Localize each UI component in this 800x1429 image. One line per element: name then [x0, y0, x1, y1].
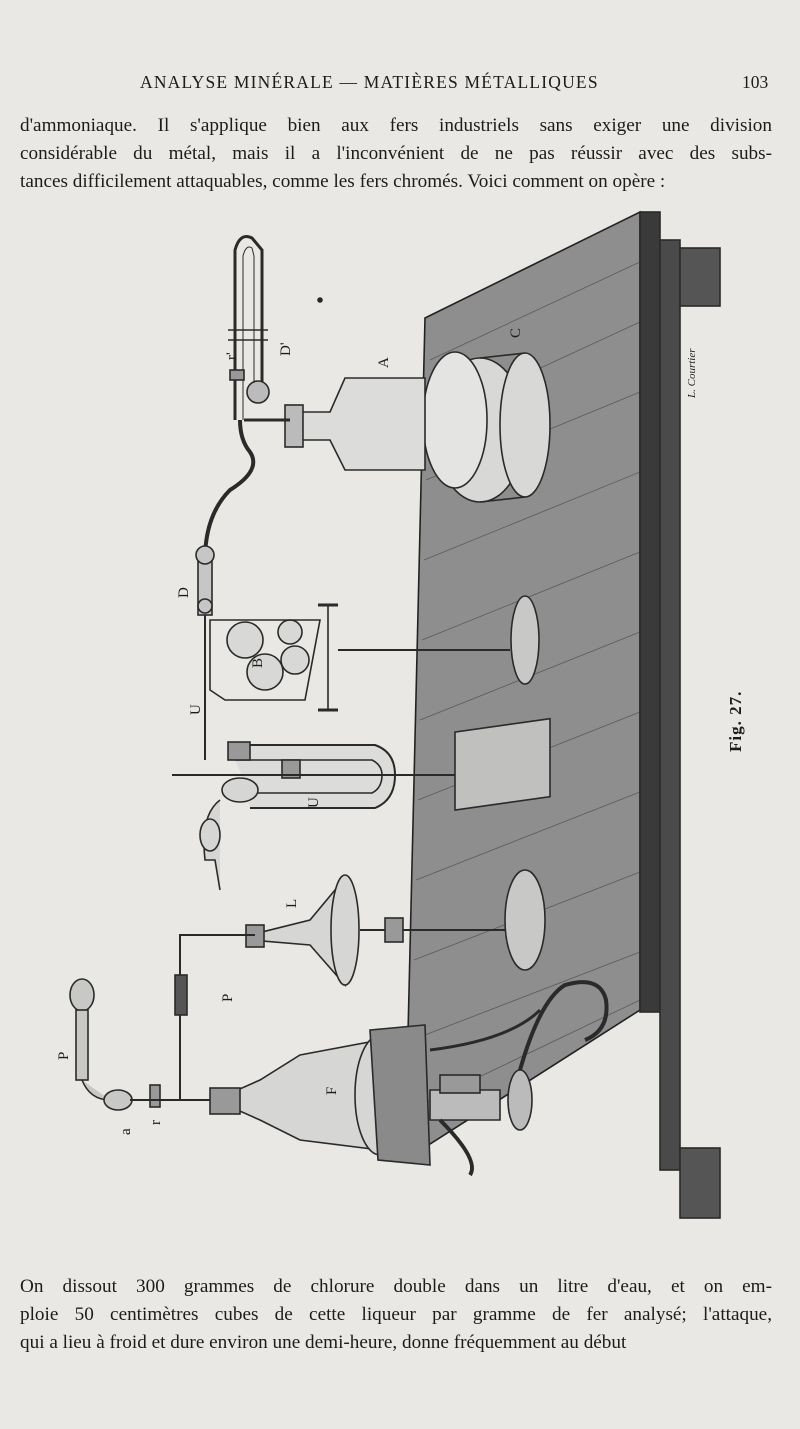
- tube-P: [69, 978, 133, 1111]
- text-line: considérable du métal, mais il a l'incon…: [20, 143, 772, 164]
- square-plate: [454, 717, 551, 811]
- tap-rprime: [229, 369, 245, 381]
- label-P1: P: [220, 994, 236, 1002]
- table-leg-top: [679, 247, 721, 307]
- label-rprime: r': [224, 352, 240, 360]
- label-a: a: [118, 1128, 134, 1135]
- gas-hose: [518, 980, 609, 1071]
- label-U1: U: [188, 704, 204, 715]
- page-number: 103: [742, 72, 769, 92]
- flask-A: [284, 377, 426, 471]
- burner: [429, 1069, 533, 1177]
- table-edge: [639, 211, 661, 1013]
- rubber-tube-upper: [203, 419, 256, 598]
- tube-bulbs-left: [199, 777, 259, 891]
- running-title: ANALYSE MINÉRALE — MATIÈRES MÉTALLIQUES: [140, 72, 599, 92]
- tap-r: [149, 1084, 161, 1108]
- tube-pinch: [179, 934, 255, 1101]
- wire-gauze: [369, 1024, 431, 1166]
- label-A: A: [376, 357, 392, 368]
- bottom-paragraph: On dissout 300 grammes de chlorure doubl…: [20, 1273, 772, 1357]
- text-line: tances difficilement attaquables, comme …: [20, 171, 666, 192]
- figure-caption: Fig. 27.: [726, 690, 745, 752]
- page-header: ANALYSE MINÉRALE — MATIÈRES MÉTALLIQUES …: [0, 68, 800, 98]
- absorption-tube-Dprime: [228, 235, 270, 420]
- engraver-signature: L. Courtier: [686, 348, 698, 398]
- label-P2: P: [56, 1052, 72, 1060]
- label-r: r: [148, 1120, 164, 1125]
- funnel-L: [245, 874, 360, 988]
- stand-L: [360, 869, 546, 971]
- table-leg-bottom: [679, 1147, 721, 1219]
- text-line: d'ammoniaque. Il s'applique bien aux fer…: [20, 115, 772, 136]
- label-D: D: [176, 587, 192, 598]
- drying-tube-D: [195, 545, 215, 616]
- pinch-clamp: [174, 974, 188, 1016]
- text-line: qui a lieu à froid et dure environ une d…: [20, 1332, 627, 1353]
- label-F: F: [324, 1087, 340, 1095]
- figure-labels: A C D' r' D B U U L P P F a r: [56, 328, 524, 1135]
- jar-C: [422, 351, 551, 503]
- label-B: B: [250, 658, 266, 668]
- apparatus-engraving: A C D' r' D B U U L P P F a r: [56, 210, 721, 1219]
- figure-27-apparatus: A C D' r' D B U U L P P F a r: [0, 200, 800, 1260]
- top-paragraph: d'ammoniaque. Il s'applique bien aux fer…: [20, 112, 772, 196]
- bulb-apparatus-B: [209, 619, 321, 701]
- text-line: On dissout 300 grammes de chlorure doubl…: [20, 1276, 772, 1297]
- label-U2: U: [306, 797, 322, 808]
- label-Dprime: D': [278, 342, 294, 356]
- text-line: ploie 50 centimètres cubes de cette liqu…: [20, 1304, 772, 1325]
- label-C: C: [508, 328, 524, 338]
- label-L: L: [284, 899, 300, 908]
